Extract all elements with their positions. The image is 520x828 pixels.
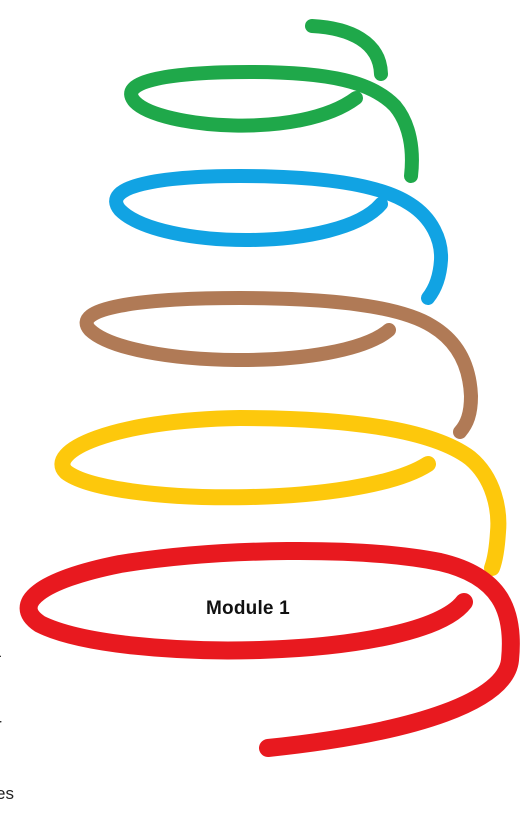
green-coil-stroke xyxy=(124,19,419,183)
spiral-diagram xyxy=(19,19,520,757)
side-text-line-1: - xyxy=(0,644,14,667)
red-coil xyxy=(19,541,520,757)
blue-coil-stroke xyxy=(109,169,449,305)
side-text-line-3: es xyxy=(0,784,14,803)
yellow-coil xyxy=(54,410,507,576)
brown-coil-stroke xyxy=(79,291,478,439)
red-coil-stroke xyxy=(19,541,520,757)
brown-coil xyxy=(79,291,478,439)
module-label: Module 1 xyxy=(206,598,290,619)
yellow-coil-stroke xyxy=(54,410,507,576)
side-text: - r es xyxy=(0,598,14,828)
green-coil xyxy=(124,19,419,183)
side-text-line-2: r xyxy=(0,713,14,736)
blue-coil xyxy=(109,169,449,305)
